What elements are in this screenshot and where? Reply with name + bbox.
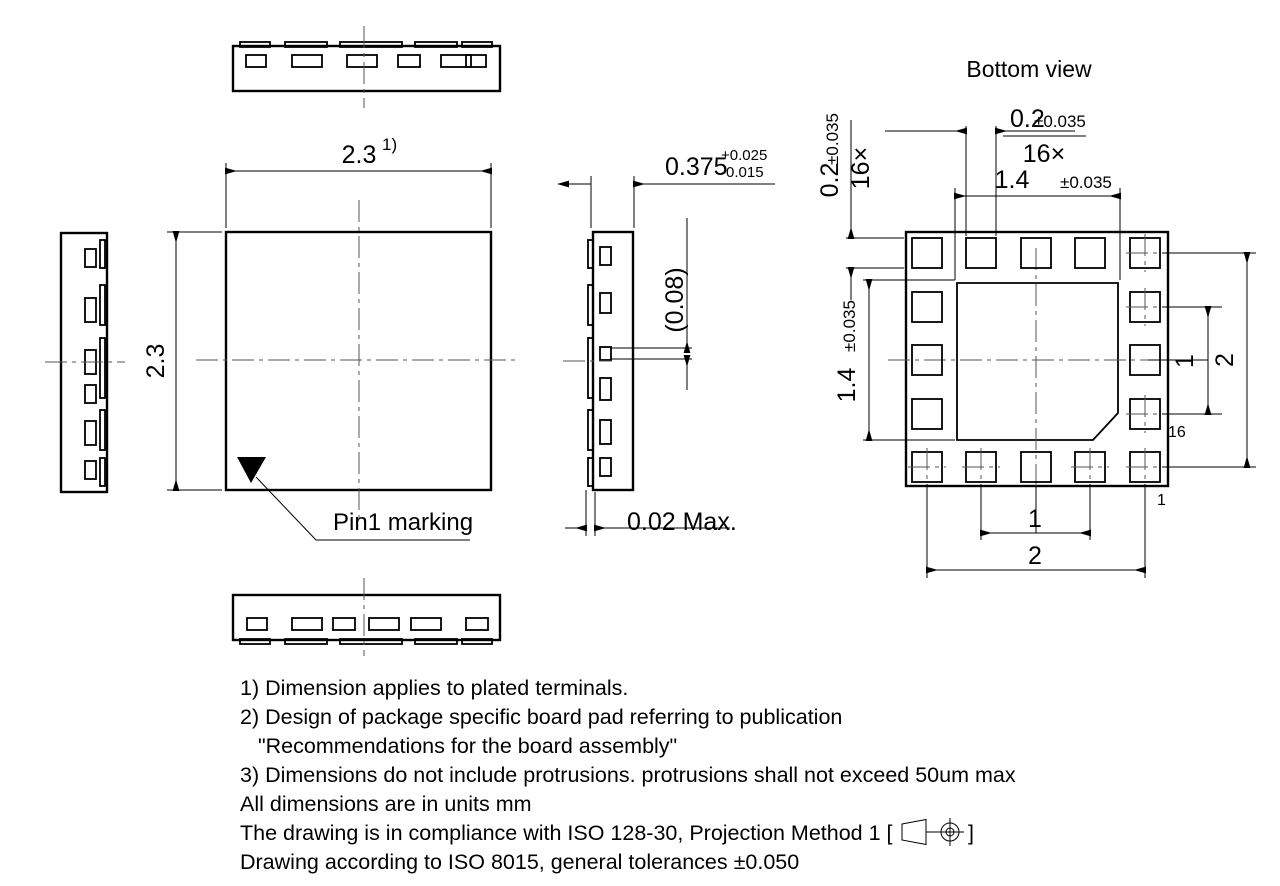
dim-outer-y-value: 2 [1211,353,1239,367]
dim-top-width-note-ref: 1) [382,135,397,154]
view-right-side: 0.375 +0.025 -0.015 (0.08) 0.02 Max. [557,147,775,536]
dim-pad-height-tol: ±0.035 [823,113,842,165]
bottom-side-body [231,593,502,642]
pin-16-label: 16 [1168,424,1186,441]
top-side-body [231,44,502,93]
bottom-view-pad-centermarks [908,234,1164,486]
dim-outer-x: 2 [926,484,1146,578]
dim-outer-x-value: 2 [1028,542,1042,570]
bottom-side-terminals [246,617,489,631]
dim-pad-height-count: 16× [847,147,875,189]
view-left-side [45,231,125,494]
note-2: 2) Design of package specific board pad … [240,705,842,729]
pin-1-label-right: 1 [1157,492,1166,509]
dim-pad-height-value: 0.2 [816,163,844,198]
note-3: 3) Dimensions do not include protrusions… [240,763,1016,787]
pin1-marker-triangle [237,457,266,483]
note-1: 1) Dimension applies to plated terminals… [240,676,628,700]
dim-coplanarity: 0.02 Max. [565,490,737,536]
note-iso-projection-prefix: The drawing is in compliance with ISO 12… [240,821,893,845]
left-side-lead-tabs [99,239,106,487]
dim-span-y-value: 1.4 [833,368,861,403]
note-units: All dimensions are in units mm [240,792,532,816]
dim-span-y-tol: ±0.035 [840,300,859,352]
dim-inner-x-value: 1 [1028,505,1042,533]
left-side-terminals [84,248,97,480]
dim-thickness-value: 0.375 [665,153,728,181]
right-side-terminals [599,246,612,477]
first-angle-projection-symbol [901,818,964,846]
dim-pad-height: 0.2 ±0.035 16× [816,113,904,300]
dim-coplanarity-value: 0.02 Max. [627,508,737,536]
right-side-lead-tabs [587,239,594,487]
bottom-view-title: Bottom view [966,56,1092,82]
dim-thickness-tol-plus: +0.025 [721,147,767,164]
dim-pad-width: 0.2 . ±0.035 16× [885,105,1086,236]
dim-pad-width-value: 0.2 [1010,105,1045,133]
dim-lead-thickness: (0.08) [610,218,692,390]
bottom-side-lead-tabs [239,638,493,645]
dim-lead-thickness-value: (0.08) [661,267,689,332]
view-bottom-side [231,578,502,656]
dim-span-x: 1.4 ±0.035 [954,166,1121,280]
dim-top-width-value: 2.3 [342,141,377,169]
dim-pad-width-tol: ±0.035 [1034,112,1086,131]
dim-left-height: 2.3 [142,231,222,491]
dim-inner-y-value: 1 [1171,354,1199,368]
view-bottom: Bottom view [816,56,1256,578]
bottom-view-pads-left [911,291,943,430]
note-iso-projection-suffix: ] [968,821,974,845]
dim-thickness: 0.375 +0.025 -0.015 [557,147,775,228]
view-top-side [231,26,502,108]
dim-inner-y: 1 [1148,306,1222,415]
dim-pad-width-count: 16× [1023,140,1065,168]
notes-block: 1) Dimension applies to plated terminals… [240,676,1016,874]
note-iso-8015: Drawing according to ISO 8015, general t… [240,850,799,874]
note-2-cont: "Recommendations for the board assembly" [258,734,677,758]
view-main-top: Pin1 marking 2.3 1) 2.3 [142,135,520,541]
dim-span-x-value: 1.4 [995,166,1030,194]
dim-inner-x: 1 [980,484,1091,540]
bottom-view-center-pad [956,282,1119,441]
bottom-view-outline [904,230,1170,488]
dim-span-x-tol: ±0.035 [1060,173,1112,192]
pin1-marking-label: Pin1 marking [333,509,473,536]
dim-outer-y: 2 [1162,252,1256,468]
pin1-leader-line [255,476,470,541]
dim-thickness-tol-minus: -0.015 [721,164,764,181]
dim-left-height-value: 2.3 [142,344,170,379]
dim-top-width: 2.3 1) [225,135,492,228]
dim-span-y: 1.4 ±0.035 [833,279,955,441]
top-side-terminals [245,54,487,68]
